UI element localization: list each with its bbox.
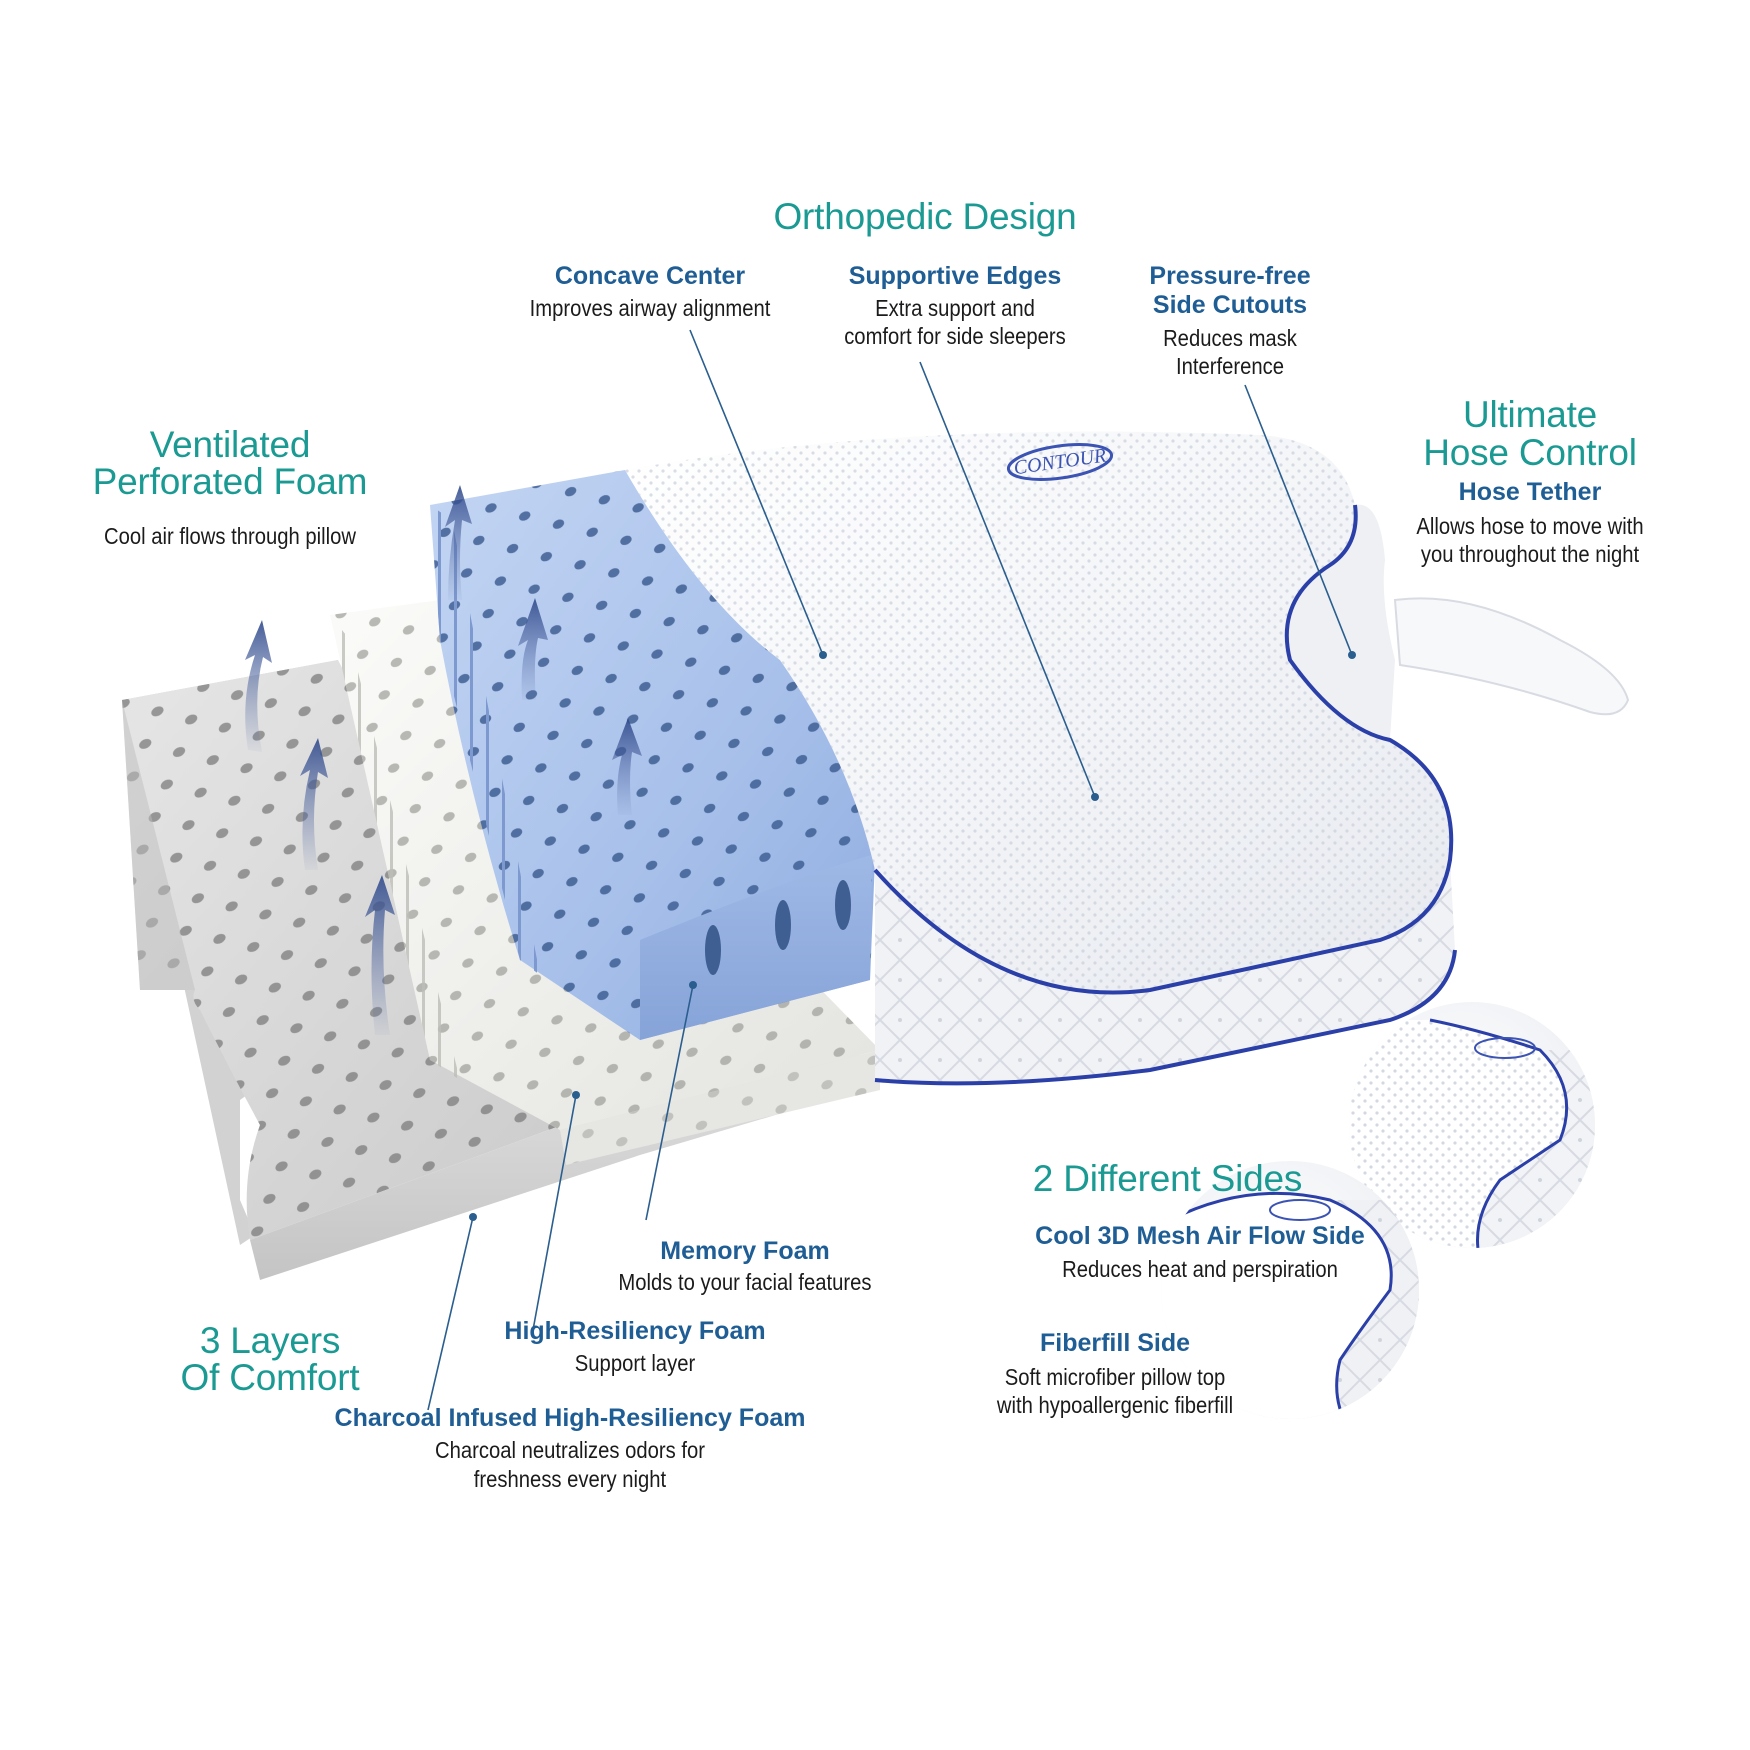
layers-heading-1: 3 Layers xyxy=(199,1320,341,1361)
airflow-arrows xyxy=(245,485,642,1035)
charcoal-foam-desc-1: Charcoal neutralizes odors for xyxy=(434,1437,705,1463)
pillow-cover: CONTOUR xyxy=(625,431,1630,1086)
sides-heading: 2 Different Sides xyxy=(1032,1158,1303,1199)
hose-tether-desc-2: you throughout the night xyxy=(1420,541,1640,567)
hose-tether-title: Hose Tether xyxy=(1458,478,1602,506)
side-cutouts-desc-1: Reduces mask xyxy=(1163,325,1297,351)
concave-center-title: Concave Center xyxy=(554,262,746,290)
concave-center-desc: Improves airway alignment xyxy=(529,295,771,321)
charcoal-foam-desc-2: freshness every night xyxy=(473,1466,667,1492)
charcoal-foam-title: Charcoal Infused High-Resiliency Foam xyxy=(334,1404,806,1432)
side-cutouts-title-2: Side Cutouts xyxy=(1152,291,1308,319)
arrow-up-icon xyxy=(300,738,328,870)
side-cutouts-desc-2: Interference xyxy=(1175,353,1285,379)
hose-control-heading-1: Ultimate xyxy=(1462,394,1598,435)
ventilated-heading-2: Perforated Foam xyxy=(92,461,368,502)
memory-foam-title: Memory Foam xyxy=(660,1237,830,1265)
arrow-up-icon xyxy=(445,485,472,600)
ventilation-desc: Cool air flows through pillow xyxy=(103,523,356,549)
hr-foam-desc: Support layer xyxy=(574,1350,696,1376)
ventilated-heading-1: Ventilated xyxy=(149,424,311,465)
side-cutouts-title-1: Pressure-free xyxy=(1149,262,1311,290)
fiberfill-side-desc-1: Soft microfiber pillow top xyxy=(1004,1364,1226,1390)
arrow-up-icon xyxy=(518,598,548,700)
fiberfill-side-desc-2: with hypoallergenic fiberfill xyxy=(996,1392,1234,1418)
memory-foam-desc: Molds to your facial features xyxy=(618,1269,872,1295)
callout-dots xyxy=(469,651,1356,1221)
supportive-edges-desc-1: Extra support and xyxy=(875,295,1035,321)
fiberfill-side-title: Fiberfill Side xyxy=(1039,1329,1191,1357)
arrow-up-icon xyxy=(365,875,395,1035)
callout-lines xyxy=(427,329,1353,1411)
supportive-edges-title: Supportive Edges xyxy=(848,262,1062,290)
supportive-edges-desc-2: comfort for side sleepers xyxy=(844,323,1066,349)
layers-heading-2: Of Comfort xyxy=(180,1357,360,1398)
arrow-up-icon xyxy=(612,718,642,815)
fiberfill-side-photo xyxy=(1161,1161,1419,1419)
arrow-up-icon xyxy=(245,620,272,752)
memory-foam-layer xyxy=(430,470,875,1040)
mesh-side-title: Cool 3D Mesh Air Flow Side xyxy=(1035,1222,1365,1250)
hr-foam-title: High-Resiliency Foam xyxy=(504,1317,766,1345)
hose-tether-desc-1: Allows hose to move with xyxy=(1416,513,1644,539)
hose-control-heading-2: Hose Control xyxy=(1423,432,1637,473)
orthopedic-heading: Orthopedic Design xyxy=(773,196,1077,237)
mesh-side-desc: Reduces heat and perspiration xyxy=(1062,1256,1338,1282)
